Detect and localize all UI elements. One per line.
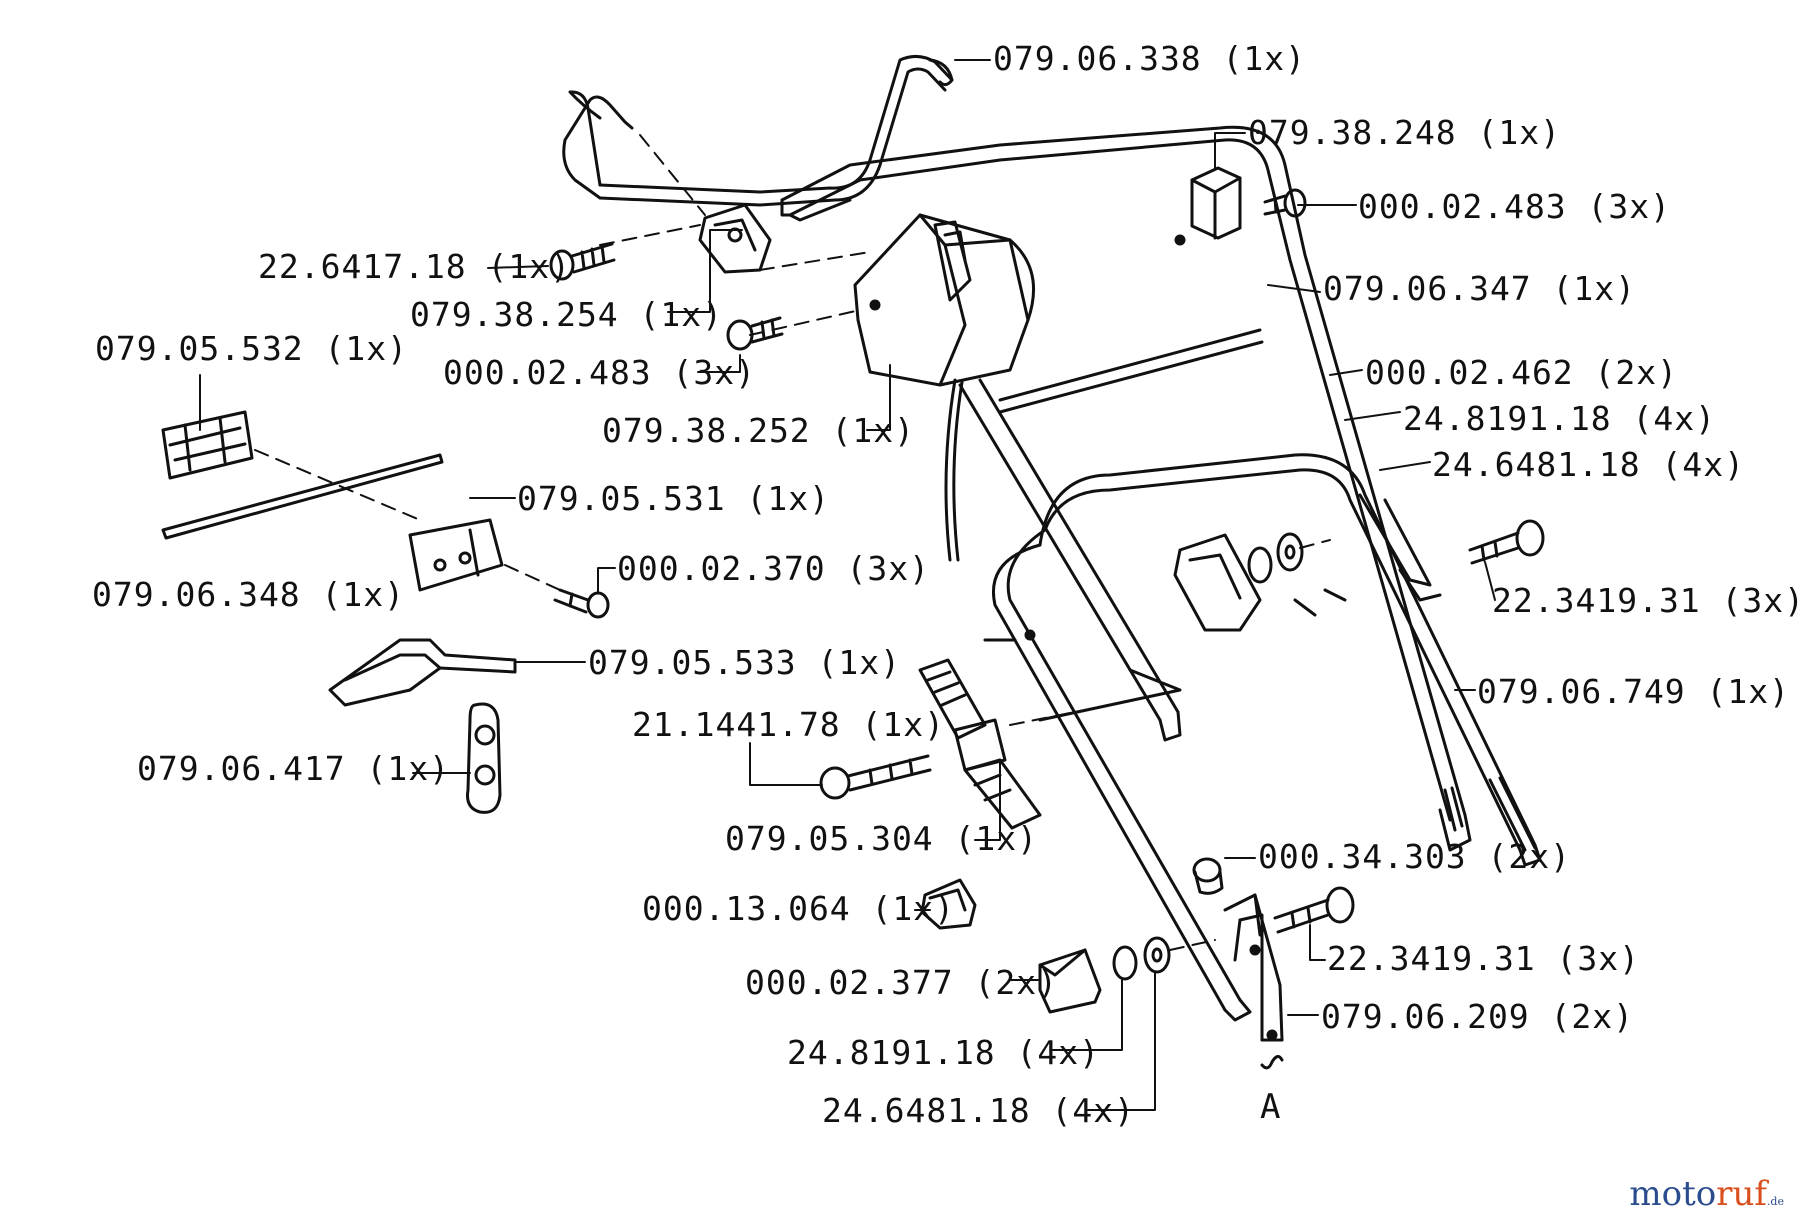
dash-leader bbox=[749, 309, 861, 336]
cable-holder-part bbox=[161, 410, 254, 480]
dash-leader bbox=[1009, 704, 1111, 726]
part-label-079-05-531: 079.05.531 (1x) bbox=[517, 479, 831, 518]
part-label-079-05-532: 079.05.532 (1x) bbox=[95, 329, 409, 368]
washer-part bbox=[1247, 532, 1304, 584]
left-upper-tube bbox=[958, 378, 1182, 742]
knob-part bbox=[1192, 857, 1224, 895]
cross-rod bbox=[998, 328, 1262, 402]
part-label-079-06-417: 079.06.417 (1x) bbox=[137, 749, 451, 788]
part-label-000-02-377: 000.02.377 (2x) bbox=[745, 963, 1059, 1002]
cross-rod bbox=[998, 340, 1264, 414]
control-bar-part bbox=[562, 55, 954, 207]
part-label-079-06-749: 079.06.749 (1x) bbox=[1477, 672, 1791, 711]
bolt-part bbox=[819, 754, 932, 800]
bolt-part bbox=[1468, 519, 1545, 565]
cap-part bbox=[920, 878, 977, 930]
handle-bracket-part bbox=[1190, 166, 1242, 240]
screw-part bbox=[1263, 188, 1307, 218]
dash-leader bbox=[254, 449, 421, 521]
dash-leader bbox=[639, 134, 706, 216]
part-label-22-3419-31-top: 22.3419.31 (3x) bbox=[1492, 581, 1800, 620]
reference-letter-a: A bbox=[1260, 1087, 1282, 1127]
lower-handle-part bbox=[983, 453, 1542, 1022]
rod-part bbox=[161, 453, 444, 540]
clip-part bbox=[1173, 533, 1262, 632]
cable-clip-part bbox=[466, 702, 502, 814]
part-label-22-3419-31-bottom: 22.3419.31 (3x) bbox=[1327, 939, 1641, 978]
part-label-24-6481-18-top: 24.6481.18 (4x) bbox=[1432, 445, 1746, 484]
part-label-079-38-248: 079.38.248 (1x) bbox=[1248, 113, 1562, 152]
lower-tube-part bbox=[1223, 893, 1284, 1070]
part-label-000-02-370: 000.02.370 (3x) bbox=[617, 549, 931, 588]
part-label-24-6481-18-bottom: 24.6481.18 (4x) bbox=[822, 1091, 1136, 1130]
screw-part bbox=[553, 588, 610, 619]
bolt-part bbox=[1273, 886, 1355, 934]
part-label-22-6417-18: 22.6417.18 (1x) bbox=[258, 247, 572, 286]
part-label-079-06-338: 079.06.338 (1x) bbox=[993, 39, 1307, 78]
screw-part bbox=[549, 242, 616, 281]
dash-leader bbox=[599, 224, 701, 246]
part-label-079-06-347: 079.06.347 (1x) bbox=[1323, 269, 1637, 308]
washer-part bbox=[1112, 936, 1171, 981]
part-label-000-13-064: 000.13.064 (1x) bbox=[642, 889, 956, 928]
part-label-079-38-254: 079.38.254 (1x) bbox=[410, 295, 724, 334]
dash-leader bbox=[504, 564, 561, 591]
part-label-079-06-209: 079.06.209 (2x) bbox=[1321, 997, 1635, 1036]
callout-lines bbox=[199, 59, 1496, 1111]
part-label-21-1441-78: 21.1441.78 (1x) bbox=[632, 705, 946, 744]
dash-leader bbox=[759, 251, 871, 271]
part-label-000-34-303: 000.34.303 (2x) bbox=[1258, 837, 1572, 876]
part-label-24-8191-18-top: 24.8191.18 (4x) bbox=[1403, 399, 1717, 438]
holder-plate-part bbox=[408, 518, 504, 592]
dash-leader bbox=[1299, 539, 1331, 549]
watermark-logo: motoruf.de bbox=[1629, 1174, 1784, 1214]
knob-part bbox=[918, 658, 1042, 830]
part-label-079-05-533: 079.05.533 (1x) bbox=[588, 643, 902, 682]
slot-brace-part bbox=[1293, 493, 1442, 617]
switch-box-part bbox=[853, 213, 1036, 562]
upper-handle-part bbox=[780, 125, 1472, 852]
part-label-079-38-252: 079.38.252 (1x) bbox=[602, 411, 916, 450]
hole-mark bbox=[1174, 234, 1186, 246]
dash-leader bbox=[1169, 939, 1216, 951]
bracket-part bbox=[328, 638, 517, 707]
part-label-000-02-483-mid: 000.02.483 (3x) bbox=[443, 353, 757, 392]
end-cap-part bbox=[1038, 948, 1102, 1014]
part-label-079-05-304: 079.05.304 (1x) bbox=[725, 819, 1039, 858]
part-label-000-02-483-top: 000.02.483 (3x) bbox=[1358, 187, 1672, 226]
part-label-24-8191-18-bottom: 24.8191.18 (4x) bbox=[787, 1033, 1101, 1072]
part-label-000-02-462: 000.02.462 (2x) bbox=[1365, 353, 1679, 392]
screw-part bbox=[726, 316, 784, 351]
part-label-079-06-348: 079.06.348 (1x) bbox=[92, 575, 406, 614]
